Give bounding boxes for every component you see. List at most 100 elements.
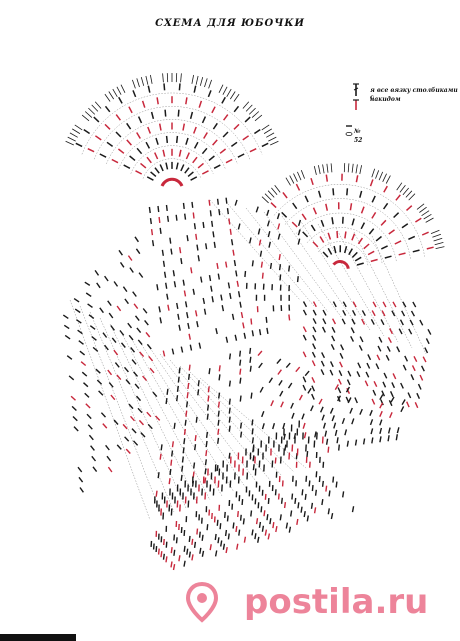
stitch bbox=[200, 276, 203, 283]
stitch bbox=[318, 398, 323, 405]
shell-spoke bbox=[434, 242, 444, 246]
stitch bbox=[220, 294, 223, 301]
stitch bbox=[325, 174, 329, 182]
stitch bbox=[162, 149, 166, 157]
shell-spoke bbox=[396, 182, 403, 191]
stitch bbox=[149, 218, 152, 225]
stitch bbox=[239, 359, 242, 366]
guide-arc bbox=[142, 158, 202, 179]
stitch bbox=[185, 97, 188, 105]
stitch bbox=[249, 237, 252, 244]
stitch bbox=[254, 533, 257, 540]
stitch bbox=[132, 440, 139, 446]
stitch bbox=[204, 459, 207, 466]
stitch bbox=[354, 439, 358, 446]
stitch bbox=[83, 128, 91, 135]
stitch bbox=[357, 237, 364, 245]
stitch bbox=[106, 455, 112, 462]
stitch bbox=[224, 511, 226, 518]
stitch bbox=[297, 229, 301, 236]
stitch bbox=[421, 231, 429, 236]
guide-arc bbox=[81, 92, 263, 155]
stitch bbox=[382, 301, 387, 308]
stitch bbox=[383, 185, 388, 193]
stitch bbox=[292, 202, 298, 210]
stitch bbox=[118, 249, 123, 256]
stitch bbox=[220, 540, 223, 547]
stitch bbox=[332, 301, 337, 308]
stitch bbox=[380, 245, 388, 250]
stitch bbox=[331, 326, 336, 333]
stitch bbox=[251, 437, 254, 444]
stitch bbox=[78, 340, 84, 345]
stitch bbox=[272, 423, 276, 430]
stitch bbox=[412, 301, 417, 308]
shell-spoke bbox=[226, 88, 232, 98]
stitch bbox=[230, 141, 238, 148]
stitch bbox=[159, 317, 162, 324]
stitch bbox=[108, 312, 114, 319]
stitch bbox=[327, 508, 330, 515]
shell-spoke bbox=[432, 233, 442, 238]
stitch bbox=[321, 480, 324, 487]
stitch bbox=[84, 392, 90, 398]
shell-spoke bbox=[371, 168, 376, 178]
stitch bbox=[196, 528, 199, 535]
stitch bbox=[187, 373, 191, 380]
stitch bbox=[302, 231, 309, 238]
stitch bbox=[427, 328, 432, 335]
stitch bbox=[137, 339, 143, 346]
stitch bbox=[304, 493, 307, 500]
stitch bbox=[204, 468, 207, 475]
stitch bbox=[302, 326, 307, 333]
guide-line bbox=[179, 365, 283, 477]
stitch bbox=[202, 221, 205, 229]
shell-spoke bbox=[330, 163, 333, 173]
stitch bbox=[63, 324, 70, 330]
stitch bbox=[205, 243, 208, 250]
stitch bbox=[95, 368, 101, 374]
stitch bbox=[208, 368, 211, 375]
stitch bbox=[369, 419, 374, 426]
stitch bbox=[192, 126, 197, 134]
stitch bbox=[402, 364, 407, 371]
stitch bbox=[330, 343, 335, 351]
stitch bbox=[351, 251, 358, 258]
stitch bbox=[237, 153, 245, 158]
shell-spoke bbox=[116, 86, 122, 95]
stitch bbox=[301, 489, 304, 496]
stitch bbox=[197, 255, 200, 262]
stitch bbox=[182, 279, 185, 286]
stitch bbox=[172, 270, 175, 277]
stitch bbox=[149, 367, 155, 374]
stitch bbox=[160, 551, 163, 558]
stitch bbox=[385, 354, 390, 361]
shell-spoke bbox=[382, 173, 387, 182]
stitch bbox=[165, 282, 168, 289]
stitch bbox=[312, 207, 317, 215]
stitch bbox=[325, 203, 329, 211]
stitch bbox=[184, 419, 187, 426]
guide-line bbox=[109, 323, 199, 505]
stitch bbox=[147, 423, 153, 430]
stitch bbox=[187, 382, 190, 390]
stitch bbox=[170, 561, 173, 568]
stitch bbox=[251, 419, 254, 426]
stitch bbox=[242, 135, 250, 141]
stitch bbox=[297, 502, 300, 509]
stitch bbox=[282, 422, 286, 430]
stitch bbox=[413, 355, 418, 363]
stitch bbox=[116, 305, 122, 312]
stitch bbox=[322, 422, 326, 429]
shell-spoke bbox=[180, 73, 182, 83]
stitch bbox=[310, 405, 314, 412]
shell-spoke bbox=[140, 76, 145, 86]
stitch bbox=[180, 257, 183, 265]
stitch bbox=[279, 274, 282, 281]
stitch bbox=[406, 401, 410, 408]
stitch bbox=[70, 395, 76, 401]
stitch bbox=[302, 351, 307, 358]
legend-icons bbox=[345, 83, 359, 136]
stitch bbox=[229, 228, 232, 235]
shell-spoke bbox=[195, 75, 199, 85]
